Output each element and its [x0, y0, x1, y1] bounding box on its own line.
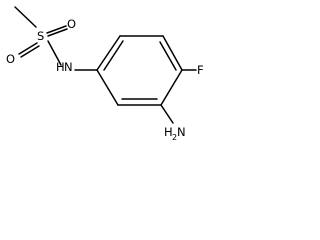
bond-sulfur-oxygen-top-1 — [46, 25, 67, 34]
bond-sulfur-oxygen-left-1 — [18, 42, 38, 55]
bond-methyl-sulfur — [14, 6, 37, 28]
sulfur-label: S — [37, 29, 44, 43]
amide-nitrogen-label: N — [64, 60, 73, 74]
ring-bond-3-inner — [159, 41, 177, 71]
fluorine-label: F — [197, 63, 204, 77]
bond-sulfur-oxygen-left-2 — [20, 45, 40, 58]
oxygen-left-label: O — [6, 52, 15, 66]
amine-nitrogen-label: N — [177, 125, 186, 139]
ring-bond-6 — [96, 69, 119, 106]
ring-bond-1 — [96, 35, 121, 71]
ring-bond-4 — [160, 69, 183, 106]
bond-sulfur-nitrogen — [47, 40, 62, 66]
oxygen-top-label: O — [67, 17, 76, 31]
chemical-structure: S O O N H F H 2 N — [6, 6, 204, 142]
bond-sulfur-oxygen-top-2 — [47, 28, 68, 37]
bonds — [14, 6, 197, 124]
ring-bond-3 — [162, 35, 183, 71]
atom-labels: S O O N H F H 2 N — [6, 17, 204, 142]
ring-bond-1-inner — [103, 40, 124, 71]
amide-hydrogen-label: H — [56, 60, 65, 74]
amine-subscript-label: 2 — [172, 133, 177, 142]
amine-hydrogen-label: H — [164, 125, 173, 139]
bond-ring-amine — [160, 104, 174, 124]
